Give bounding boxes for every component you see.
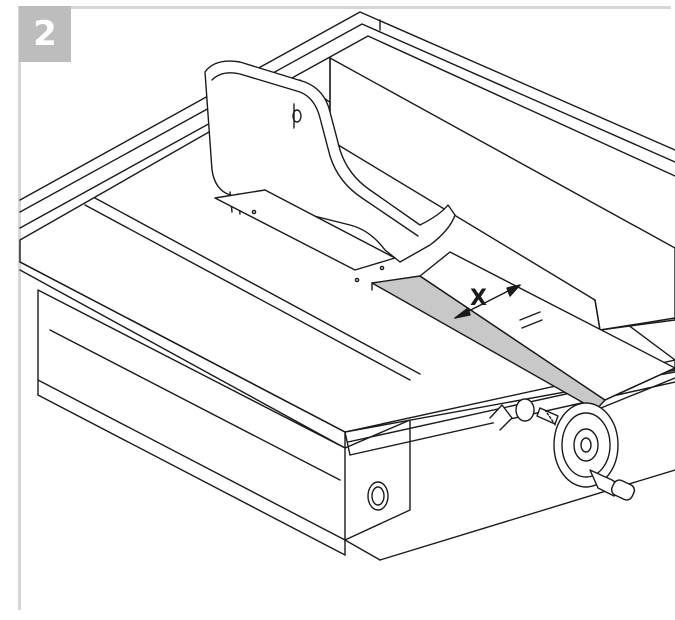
dimension-x-label: X: [470, 286, 487, 311]
rear-rail: [19, 11, 675, 229]
blade-guard: [204, 60, 456, 283]
rip-fence: [371, 251, 675, 411]
handwheel: [553, 402, 636, 501]
step-number-badge: 2: [19, 6, 71, 62]
saw-base-cabinet: [37, 289, 675, 561]
lock-knob: [489, 398, 559, 431]
frame-left-border: [18, 6, 21, 610]
dimension-x-marker: X: [454, 284, 543, 329]
frame-top-border: [19, 6, 671, 9]
